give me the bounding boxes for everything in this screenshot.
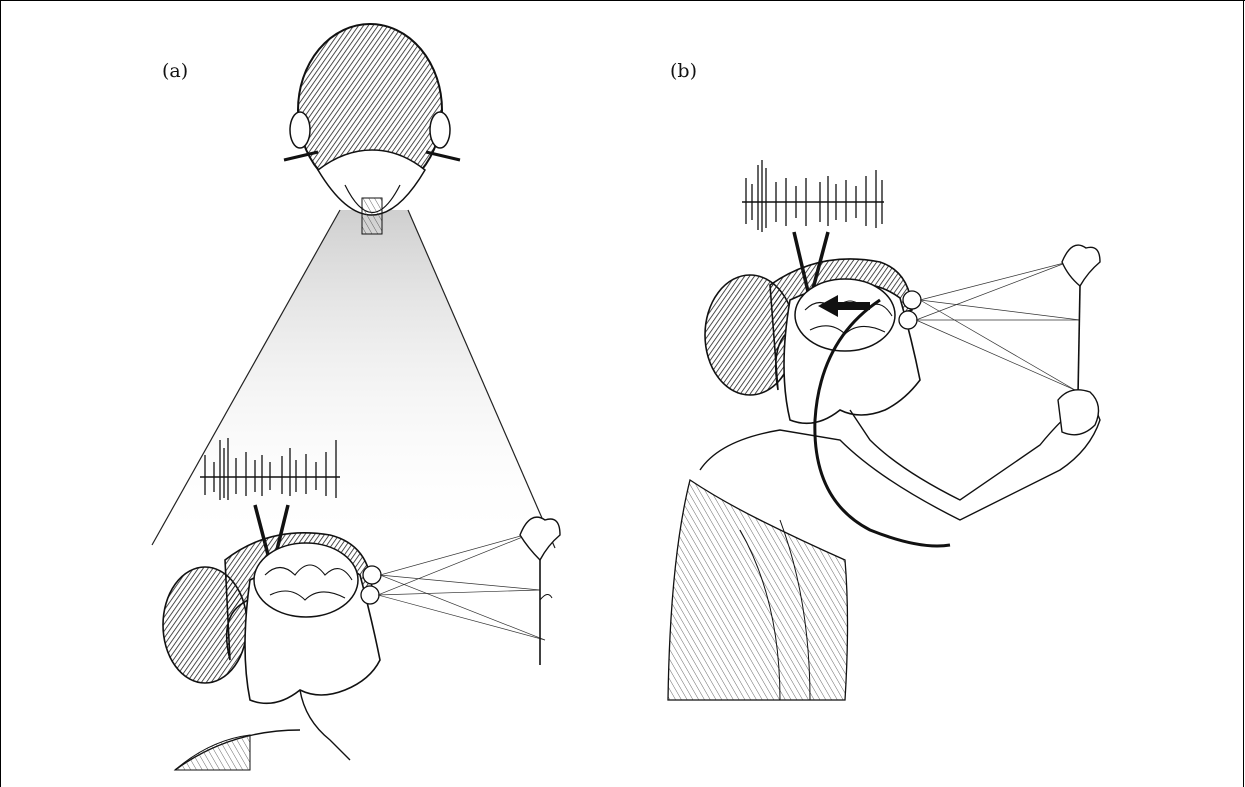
panel-a (152, 24, 560, 770)
projection-cone (152, 210, 555, 548)
panel-b-label: (b) (670, 60, 697, 82)
brain-a (254, 543, 358, 617)
flower-a (520, 517, 560, 665)
sight-lines-b (916, 262, 1080, 390)
subject-woman-b (668, 259, 1100, 700)
subject-woman-a (163, 533, 381, 770)
observer-head-topdown (284, 24, 460, 234)
brain-b (795, 279, 895, 351)
sight-lines-a (378, 532, 545, 640)
panel-a-label: (a) (162, 60, 188, 82)
panel-b (668, 160, 1100, 700)
flower-b (1058, 245, 1100, 435)
